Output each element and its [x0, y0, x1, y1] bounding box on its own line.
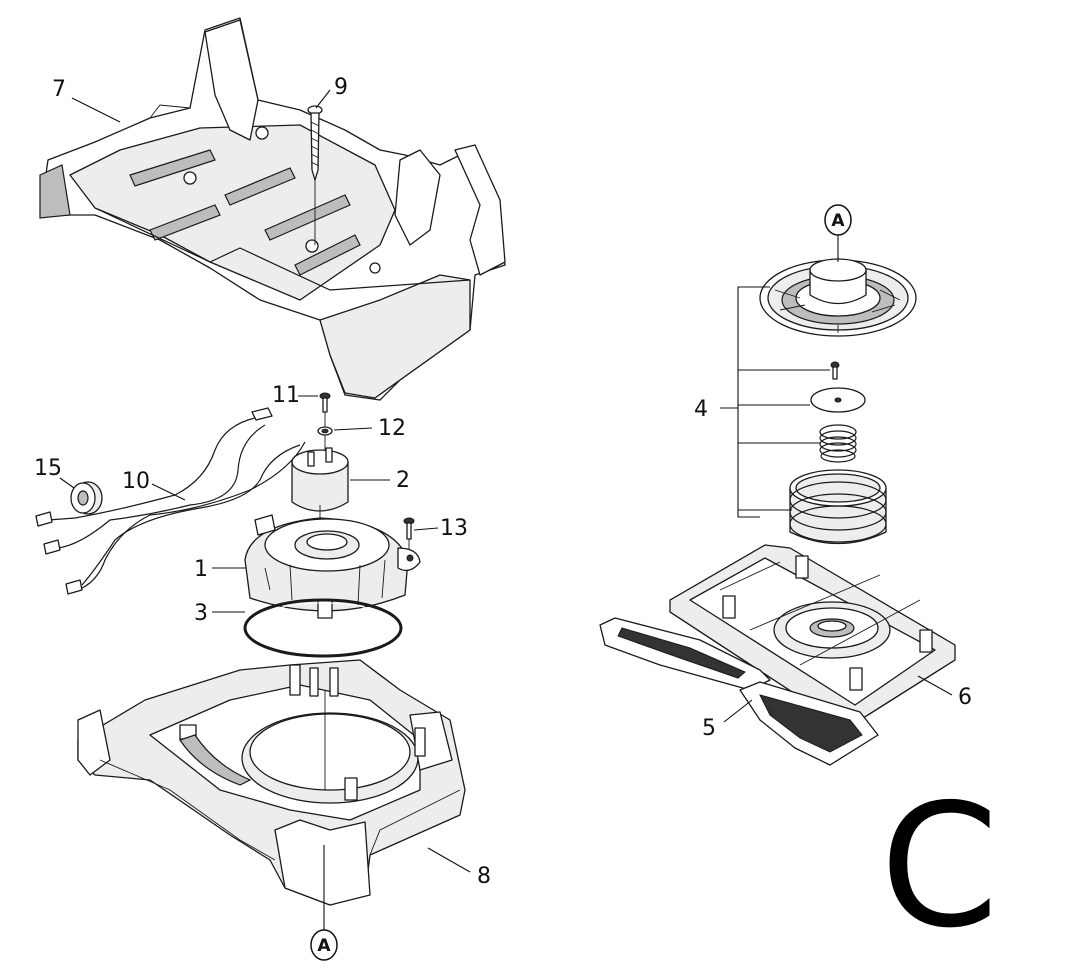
reference-marker-top: A: [824, 204, 852, 236]
screw-part-13: [403, 517, 415, 555]
fan-assembly-part-4: [759, 235, 917, 545]
tape-roll-part-15: [70, 481, 103, 515]
leader-lines: [59, 89, 953, 930]
callout-13: 13: [440, 516, 468, 541]
callout-5: 5: [702, 716, 716, 741]
top-cover-part-7: [39, 17, 506, 401]
callout-3: 3: [194, 601, 208, 626]
motor-part-2: [291, 447, 349, 520]
section-letter: C: [880, 768, 999, 966]
callout-1: 1: [194, 557, 208, 582]
callout-labels: 7 9 11 12 2 15 10 13 1 3 8 4 6 5: [34, 75, 972, 889]
base-housing-part-8: [77, 659, 466, 906]
callout-15: 15: [34, 456, 62, 481]
screw-part-9: [307, 105, 323, 245]
callout-12: 12: [378, 416, 406, 441]
reference-marker-top-label: A: [831, 211, 845, 231]
callout-9: 9: [334, 75, 348, 100]
reference-marker-bottom: A: [310, 929, 338, 961]
callout-2: 2: [396, 468, 410, 493]
callout-11: 11: [272, 383, 300, 408]
grille-part-5: [599, 617, 879, 766]
callout-10: 10: [122, 469, 150, 494]
o-ring-part-3: [243, 598, 403, 658]
wire-harness-part-10: [35, 407, 306, 595]
callout-6: 6: [958, 685, 972, 710]
callout-8: 8: [477, 864, 491, 889]
washer-part-12: [317, 426, 333, 450]
callout-7: 7: [52, 77, 66, 102]
motor-housing-part-1: [244, 514, 421, 619]
filter-plate-part-6: [669, 544, 956, 721]
callout-4: 4: [694, 397, 708, 422]
screw-part-11: [319, 392, 331, 428]
reference-marker-bottom-label: A: [317, 936, 331, 956]
